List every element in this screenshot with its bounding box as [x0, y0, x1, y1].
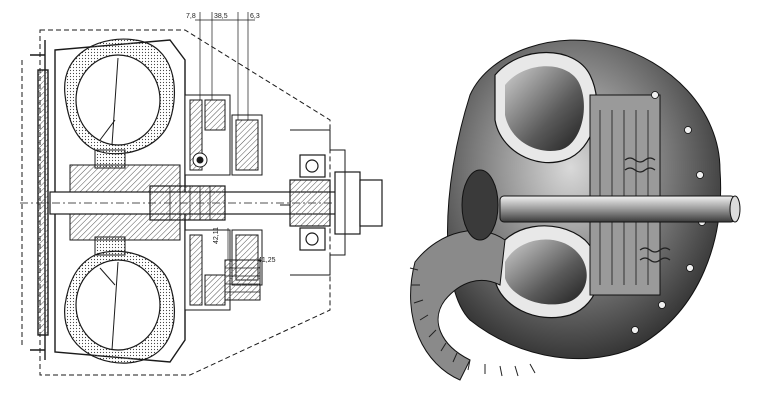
- cutaway-springs: [624, 157, 671, 263]
- dimension-label-top-1: 7,8: [186, 13, 196, 20]
- housing-outline: [21, 29, 331, 376]
- dimension-label-mid-1: 42,11: [213, 227, 220, 244]
- tail-housing: [280, 129, 346, 276]
- output-shaft: [20, 154, 383, 251]
- dimension-label-top-2: 38,5: [214, 13, 228, 20]
- casing: [30, 39, 186, 363]
- dimension-label-mid-2: 41,25: [258, 257, 276, 264]
- lower-torus: [64, 250, 176, 364]
- cutaway-illustration: [409, 39, 741, 381]
- cutaway-shaft: [499, 195, 736, 223]
- hub-assembly: [69, 149, 181, 256]
- upper-torus: [64, 38, 176, 155]
- gear-teeth: [409, 267, 536, 377]
- dimension-lines: [195, 12, 263, 275]
- dimension-label-top-3: 6,3: [250, 13, 260, 20]
- cutaway-bolts: [631, 91, 706, 334]
- clutch-pack: [184, 94, 263, 311]
